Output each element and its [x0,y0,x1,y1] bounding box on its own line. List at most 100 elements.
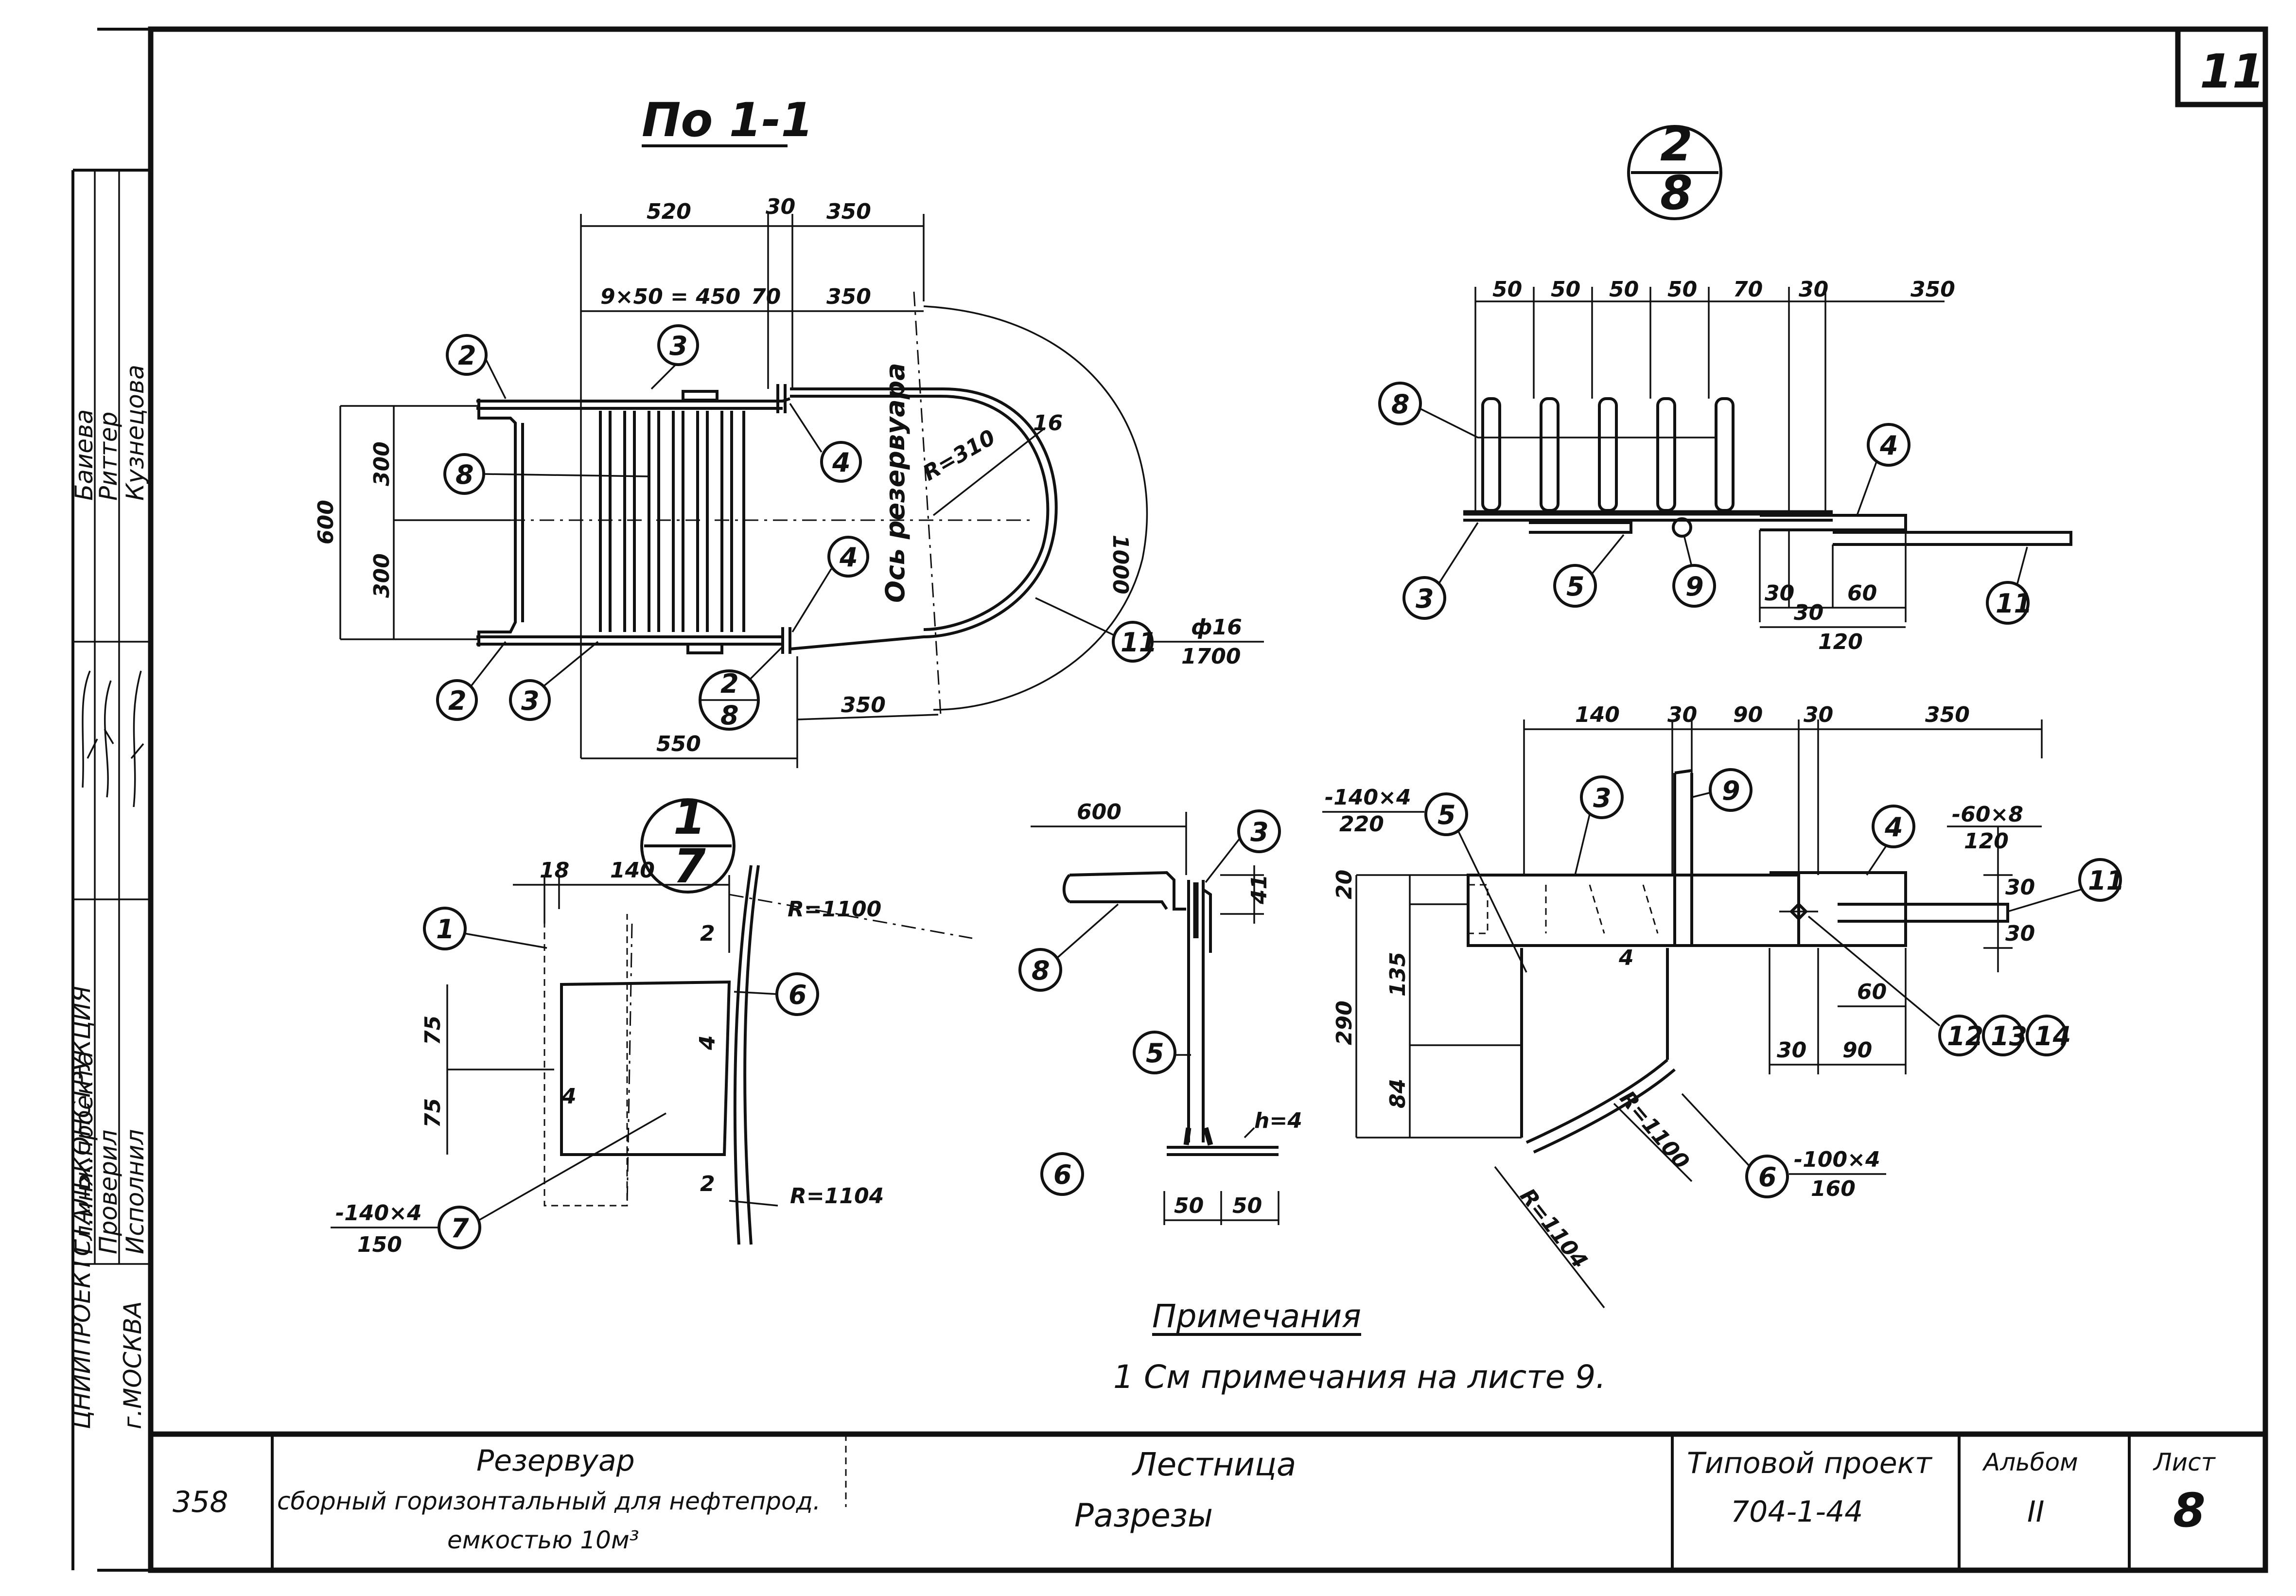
callout-2b: 2 [448,685,467,716]
tb-sheet-label: Лист [2153,1448,2216,1476]
dim-4: 4 [695,1035,720,1051]
dim-90-b: 90 [1842,1038,1872,1063]
dim-75-b: 75 [421,1098,445,1128]
callout-12: 12 [1947,1021,1983,1052]
notes-heading: Примечания [1152,1298,1361,1335]
dim-30-b: 30 [1804,702,1833,727]
callout-9: 9 [1722,775,1740,806]
dim-18: 18 [540,858,569,883]
dim-50-b: 50 [1551,277,1580,302]
callout-4: 4 [1879,430,1898,461]
dim-50-d: 50 [1667,277,1697,302]
rungs [599,411,745,632]
sheet-number: 11 [2200,44,2265,99]
dim-70: 70 [751,284,781,309]
tb-object-2: сборный горизонтальный для нефтепрод. [277,1487,821,1515]
name-checked: Риттер [94,412,123,501]
dim-50-a: 50 [1492,277,1522,302]
dim-50-b: 50 [1232,1193,1262,1218]
tank-axis-label: Ось резервуара [880,363,911,603]
dim-350-b: 350 [826,284,871,309]
tb-album-value: II [2027,1495,2044,1529]
tb-object-3: емкостью 10м³ [447,1526,639,1554]
dim-350: 350 [1910,277,1955,302]
callout-9: 9 [1685,571,1704,602]
name-executed: Кузнецова [121,365,149,501]
tb-album-label: Альбом [1982,1448,2078,1476]
dim-r310: R=310 [919,425,999,486]
dim-300-b: 300 [369,553,394,598]
dim-600: 600 [1077,800,1122,824]
sheet-number-box: 11 [2175,29,2265,107]
ref-node-bottom: 8 [720,700,739,731]
callout-7: 7 [451,1213,469,1244]
dim-140: 140 [610,858,655,883]
org-city: г.МОСКВА [119,1301,147,1429]
callout-1: 1 [436,914,455,945]
dim-60: 60 [1857,980,1887,1004]
dim-350: 350 [1925,702,1970,727]
ref-node-top: 2 [720,668,739,699]
callout-3: 3 [1593,783,1612,813]
dim-30-b: 30 [1765,581,1794,606]
node-1-7-top: 1 [673,790,706,845]
main-callouts: 2 3 8 4 4 2 3 11 2 8 [436,324,1157,731]
callout-14: 14 [2034,1021,2071,1052]
dim-30-c: 30 [1794,600,1823,625]
tb-sheet-value: 8 [2173,1483,2206,1538]
main-view-title: По 1-1 [642,93,813,147]
dim-550: 550 [656,732,701,756]
dim-520: 520 [647,199,691,224]
sheet-frame [97,26,2268,1573]
dim-350-c: 350 [841,693,886,718]
rod-length-label: 1700 [1181,644,1241,669]
org-name: ЦНИИПРОЕКТСТАЛЬКОНСТРУКЦИЯ [68,986,96,1430]
dim-r1100: R=1100 [788,897,881,922]
section-b: 600 41 h=4 50 50 3 8 5 6 [1018,800,1302,1225]
dim-30-e: 30 [1777,1038,1806,1063]
node-2-8-bottom: 8 [1660,166,1693,220]
dim-290: 290 [1332,1000,1357,1045]
tb-project-number: 704-1-44 [1731,1495,1863,1529]
profile-4-length: 120 [1964,829,2009,854]
left-stamp-strip: ЦНИИПРОЕКТСТАЛЬКОНСТРУКЦИЯ г.МОСКВА Гл.и… [68,169,151,1570]
clip-top [682,390,719,402]
dim-75-a: 75 [421,1016,445,1045]
callout-5: 5 [1146,1038,1164,1069]
dim-350-a: 350 [826,199,871,224]
callout-5: 5 [1566,571,1585,602]
dim-600: 600 [314,500,338,544]
notes: Примечания 1 См примечания на листе 9. [1113,1298,1606,1396]
callout-3a: 3 [669,331,688,361]
callout-4a: 4 [832,447,851,478]
dim-300-a: 300 [369,441,394,486]
signatures [82,670,144,807]
node-2-8: 2 8 50 50 50 50 70 30 350 30 30 60 12 [1378,117,2072,654]
profile-6-length: 160 [1811,1176,1856,1201]
dim-2-a: 2 [700,921,715,946]
dim-20: 20 [1332,870,1357,899]
title-block: 358 Резервуар сборный горизонтальный для… [97,1434,2216,1572]
rod-size-label: ф16 [1191,615,1242,640]
role-executed: Исполнил [121,1129,149,1254]
dim-84: 84 [1385,1079,1410,1108]
dim-h4: h=4 [1254,1108,1302,1133]
dim-30-a: 30 [1667,702,1697,727]
dim-30: 30 [766,194,795,219]
node-2-8-top: 2 [1660,117,1693,172]
node-1-7: 1 7 18 140 R=1100 75 75 2 4 4 2 R=1104 1… [331,790,973,1257]
dim-135: 135 [1385,952,1410,997]
dim-140: 140 [1575,702,1620,727]
dim-r1104: R=1104 [790,1184,884,1209]
dim-1000: 1000 [1108,535,1133,594]
callout-3: 3 [1250,817,1269,847]
callout-11: 11 [2088,865,2124,896]
callout-6: 6 [789,980,807,1010]
profile-7-length: 150 [357,1232,402,1257]
dim-50-a: 50 [1174,1193,1204,1218]
tb-object-1: Резервуар [476,1444,635,1478]
callout-2a: 2 [458,340,476,371]
plate-detail: 140 30 90 30 350 -140×4 220 20 290 135 8… [1322,702,2124,1309]
tb-code: 358 [173,1485,228,1519]
